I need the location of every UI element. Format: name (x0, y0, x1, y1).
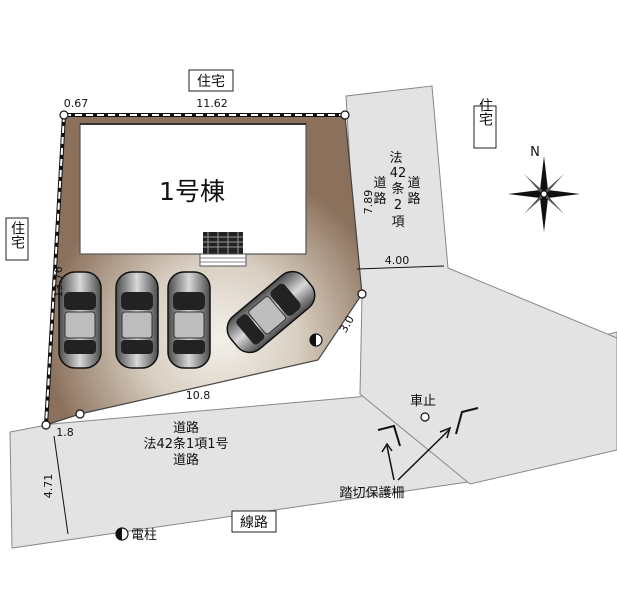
dim-right-upper: 7.89 (362, 190, 375, 215)
svg-text:項: 項 (391, 215, 404, 230)
dim-top: 11.62 (196, 97, 228, 110)
road-right-label: 法 42 条 2 項 道 路 道 路 (373, 151, 420, 230)
svg-text:住宅: 住宅 (477, 98, 493, 126)
neighbor-left: 住宅 (5, 217, 29, 261)
crossing-fence-arrows (381, 426, 452, 481)
neighbor-right: 住宅 (473, 98, 497, 149)
svg-text:条: 条 (391, 181, 404, 197)
dim-bottom-left: 1.8 (56, 426, 74, 439)
north-label: N (530, 145, 540, 160)
compass-icon (508, 156, 580, 232)
railway-label: 線路 (231, 510, 277, 533)
entrance-steps (199, 232, 247, 267)
road-left-width-line (53, 435, 69, 535)
svg-text:道路: 道路 (173, 452, 199, 468)
road-bottom-label: 道路 法42条1項1号 道路 (143, 420, 228, 468)
crossing-fence-label: 踏切保護柵 (339, 485, 404, 501)
pole-icon (309, 333, 323, 347)
svg-text:線路: 線路 (240, 515, 268, 531)
svg-text:路: 路 (373, 191, 386, 207)
pole-legend-icon (115, 527, 129, 541)
dim-left: 13.76 (52, 266, 65, 298)
svg-text:道: 道 (407, 176, 420, 191)
dim-top-small: 0.67 (64, 97, 89, 110)
car-4 (226, 270, 316, 354)
neighbor-top: 住宅 (188, 69, 234, 92)
svg-text:住宅: 住宅 (197, 74, 225, 90)
dim-right-road-width: 4.00 (385, 254, 410, 267)
pole-legend-label: 電柱 (131, 528, 157, 543)
svg-text:法: 法 (389, 151, 402, 166)
car-2 (115, 271, 159, 369)
crossing-fence-right (455, 407, 479, 435)
car-stop-marker (420, 412, 430, 422)
road-right-width-line (356, 265, 445, 270)
svg-text:法42条1項1号: 法42条1項1号 (143, 436, 228, 452)
svg-text:2: 2 (394, 198, 402, 213)
building-label: 1号棟 (159, 177, 225, 206)
car-stop-label: 車止 (410, 394, 436, 409)
crossing-fence-left (377, 424, 401, 447)
dim-road-width-left: 4.71 (42, 474, 55, 499)
svg-text:住宅: 住宅 (9, 221, 25, 249)
svg-text:道路: 道路 (173, 420, 199, 436)
car-1 (58, 271, 102, 369)
svg-text:路: 路 (407, 191, 420, 207)
boundary-left-dash (45, 114, 65, 426)
car-3 (167, 271, 211, 369)
svg-text:道: 道 (373, 176, 386, 191)
dim-bottom: 10.8 (186, 389, 211, 402)
corner-markers (41, 110, 367, 430)
svg-text:42: 42 (390, 166, 407, 181)
